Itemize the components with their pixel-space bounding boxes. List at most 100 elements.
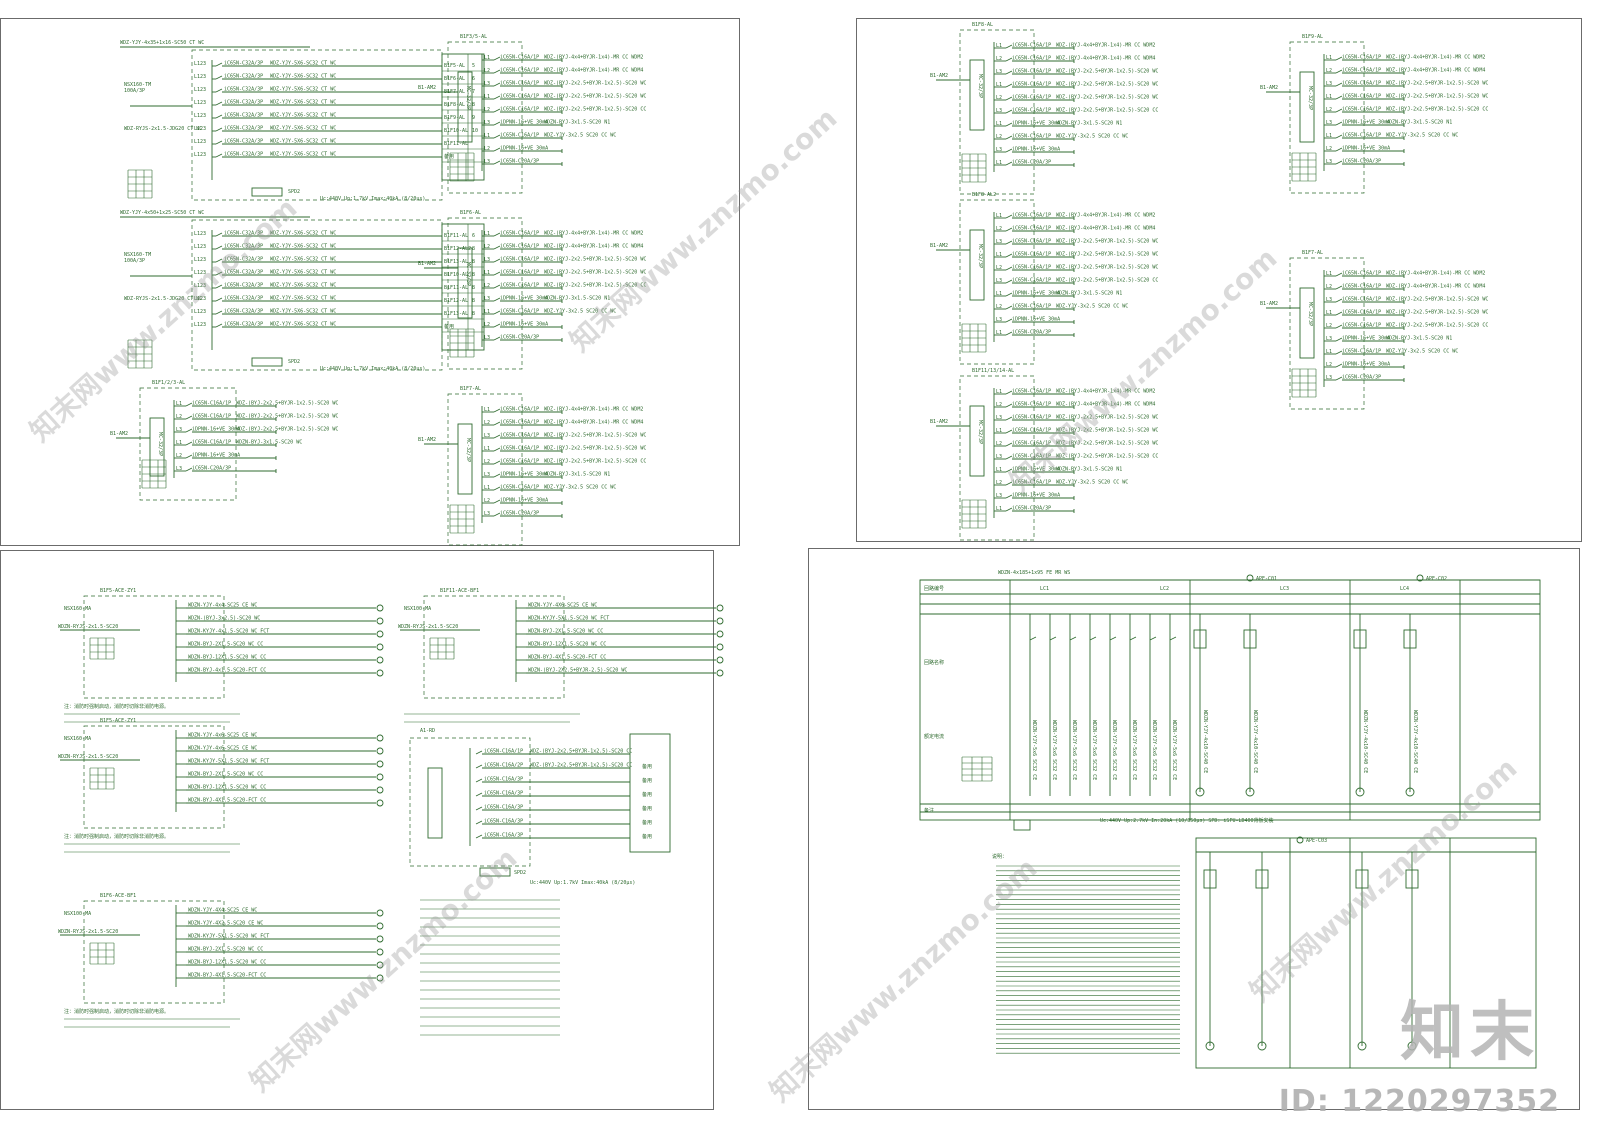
cable-label: WDZN-KYJY-5X1.5-SC20 WC FCT (528, 616, 609, 622)
cable-label: WDZN-YJY-4x6-SC25 CE WC (188, 746, 257, 752)
breaker-symbol (475, 750, 483, 755)
phase-label: L1 (484, 407, 490, 413)
spd-label: SPD2 (288, 359, 300, 365)
cable-label: WDZ-(BYJ-4x4+BYJR-1x4)-MR CC WDM4 (1056, 226, 1155, 232)
cable-label: WDZ-(BYJ-2x2.5+BYJR-1x2.5)-SC20 WC (1056, 428, 1158, 434)
phase-label: L3 (1326, 297, 1332, 303)
phase-label: L1 (176, 401, 182, 407)
breaker-symbol (493, 310, 501, 315)
breaker-symbol (1335, 350, 1343, 355)
breaker-symbol (1335, 56, 1343, 61)
cabinet-header: LC2 (1160, 586, 1169, 592)
phase-label: L123 (194, 257, 206, 263)
cable-label: WDZ-(BYJ-2x2.5+BYJR-1x2.5)-SC20 CC (1386, 107, 1488, 113)
breaker-label: iC65N-C16A/1P (1342, 271, 1381, 277)
breaker-label: iC65N-C20A/3P (500, 335, 539, 341)
cable-label: WDZ-(BYJ-4x4+BYJR-1x4)-MR CC WDM2 (1386, 271, 1485, 277)
incoming-label: B1-AM2 (930, 419, 948, 425)
breaker-symbol (1005, 135, 1013, 140)
meter-device-box (149, 417, 165, 477)
feeder-label: WDZ-YJY-4x35+1x16-SC50 CT WC (120, 40, 204, 46)
breaker-label: iC65N-C32A/3P (224, 244, 263, 250)
notes-title: 说明： (992, 853, 1007, 860)
breaker-symbol (215, 62, 223, 67)
breaker-label: iC65N-C20A/3P (192, 466, 231, 472)
breaker-symbol (1005, 494, 1013, 499)
cable-label: WDZN-YJY-4x6-SC25 CE WC (188, 733, 257, 739)
motor-symbol (1257, 1041, 1267, 1051)
breaker-label: iC65N-C16A/1P (1012, 43, 1051, 49)
phase-label: L1 (1326, 94, 1332, 100)
breaker-symbol (493, 408, 501, 413)
breaker-label: iC65N-C32A/3P (224, 139, 263, 145)
breaker-label: iC65N-C16A/1P (500, 446, 539, 452)
breaker-symbol (215, 140, 223, 145)
meter-device-box (1299, 71, 1315, 143)
breaker-label: iC65N-C32A/3P (224, 113, 263, 119)
breaker-label: iC65N-C16A/1P (500, 133, 539, 139)
cable-label: WDZ-(BYJ-2x2.5+BYJR-1x2.5)-SC20 CC (544, 459, 646, 465)
breaker-symbol (1335, 363, 1343, 368)
phase-label: L3 (996, 278, 1002, 284)
breaker-symbol (1005, 240, 1013, 245)
cable-label: WDZ-(BYJ-4x4+BYJR-1x4)-MR CC WDM2 (1056, 389, 1155, 395)
target-number: 8 (472, 102, 475, 108)
breaker-label: iC65N-C16A/2P (484, 763, 523, 769)
block-note: 注：消防时强制启动，消防时切除非消防电源。 (64, 1008, 169, 1015)
breaker-symbol (1049, 636, 1057, 641)
breaker-label: iDPNN-16+VE 30mA (1012, 493, 1060, 499)
contactor-box (1355, 869, 1369, 889)
device-label: MC-32/3P (465, 438, 471, 462)
cable-label: WDZ-(BYJ-4x4+BYJR-1x4)-MR CC WDM2 (544, 231, 643, 237)
breaker-symbol (475, 778, 483, 783)
contactor-box (1403, 629, 1417, 649)
phase-label: L1 (1326, 271, 1332, 277)
breaker-label: iC65N-C16A/1P (1342, 133, 1381, 139)
cable-label: WDZ-(BYJ-4x4+BYJR-1x4)-MR CC WDM2 (544, 407, 643, 413)
breaker-label: iDPNN-16+VE 30mA (500, 146, 548, 152)
breaker-symbol (215, 232, 223, 237)
phase-label: L3 (176, 427, 182, 433)
block-note: 注：消防时强制启动，消防时切除非消防电源。 (64, 703, 169, 710)
breaker-label: iC65N-C16A/1P (1012, 441, 1051, 447)
phase-label: L1 (1326, 349, 1332, 355)
spare-label: 备用 (642, 791, 652, 798)
cable-label: WDZN-YJY-5x6 SC32 CE (1051, 720, 1057, 780)
breaker-symbol (493, 82, 501, 87)
cable-label: WDZN-YJY-4x10-SC40 CE (1202, 710, 1208, 773)
cabinet-header: LC4 (1400, 586, 1409, 592)
breaker-label: iDPNN-16+VE 30mA (1012, 291, 1060, 297)
breaker-label: iC65N-C20A/3P (1342, 375, 1381, 381)
breaker-label: iC65N-C16A/1P (1342, 107, 1381, 113)
target-table (629, 733, 671, 853)
phase-label: L1 (996, 252, 1002, 258)
meter-device-box (427, 767, 443, 839)
phase-label: L1 (996, 291, 1002, 297)
breaker-symbol (1335, 82, 1343, 87)
breaker-symbol (1005, 57, 1013, 62)
phase-label: L123 (194, 231, 206, 237)
motor-symbol (716, 604, 724, 612)
cable-label: WDZN-YJY-4x10-SC40 CE (1412, 710, 1418, 773)
cable-label: WDZN-YJY-5x6 SC32 CE (1131, 720, 1137, 780)
meter-device-box (1299, 287, 1315, 359)
motor-symbol (1195, 787, 1205, 797)
cable-label: WDZN-YJY-5x6 SC32 CE (1091, 720, 1097, 780)
cable-label: WDZ-(BYJ-2x2.5+BYJR-1x2.5)-SC20 WC (1386, 81, 1488, 87)
phase-label: L3 (484, 257, 490, 263)
breaker-label: iC65N-C16A/1P (500, 485, 539, 491)
breaker-symbol (1335, 272, 1343, 277)
breaker-label: NSX160-MA (64, 736, 91, 742)
phase-label: L2 (996, 226, 1002, 232)
phase-label: L2 (996, 441, 1002, 447)
cable-label: WDZN-BYJ-3x1.5-SC20 N1 (544, 296, 610, 302)
phase-label: L2 (484, 146, 490, 152)
phase-label: L3 (1326, 375, 1332, 381)
phase-label: L2 (996, 134, 1002, 140)
breaker-label: iC65N-C16A/1P (500, 107, 539, 113)
breaker-label: iC65N-C16A/1P (500, 309, 539, 315)
breaker-symbol (1005, 214, 1013, 219)
contactor-box (1243, 629, 1257, 649)
breaker-symbol (1005, 507, 1013, 512)
breaker-symbol (1005, 455, 1013, 460)
